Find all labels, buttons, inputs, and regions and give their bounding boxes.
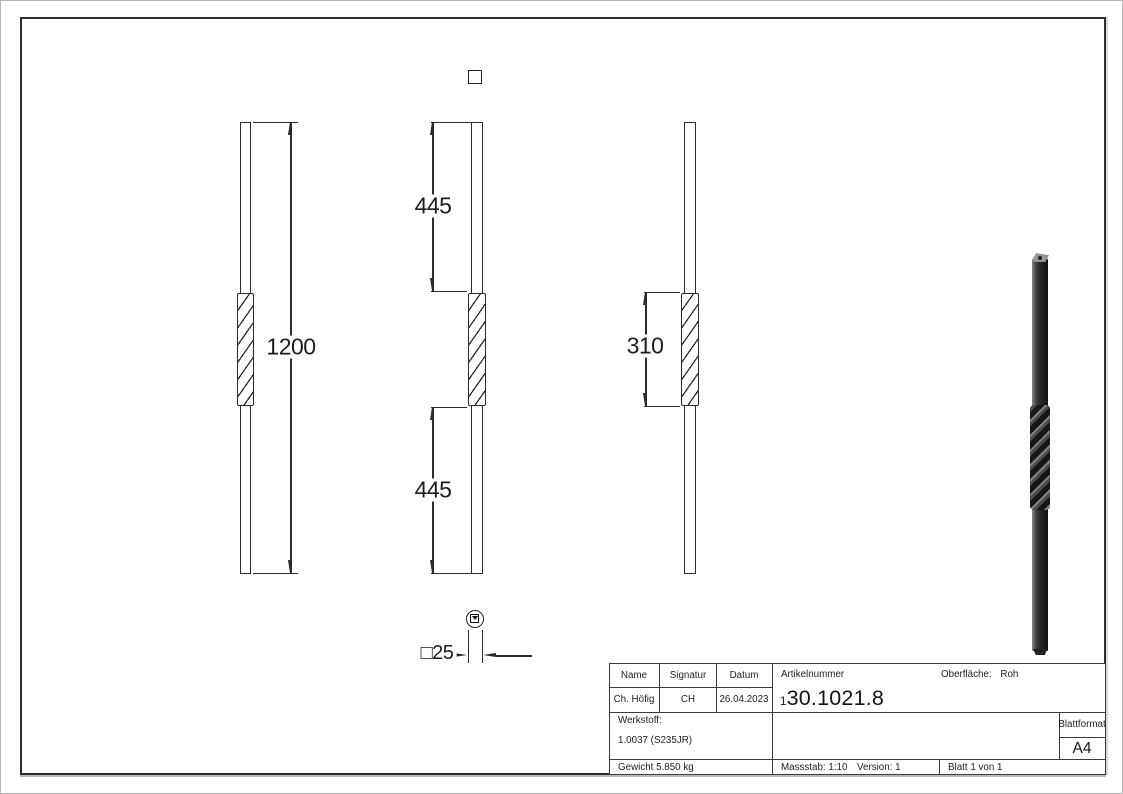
dimension-arrow-icon	[454, 653, 467, 658]
dimension-label-upper-segment: 445	[411, 194, 455, 218]
dimension-label-lower-segment: 445	[411, 478, 455, 502]
iso-view-bottom-face	[1033, 649, 1047, 655]
title-block-line	[609, 759, 1106, 761]
massstab: Massstab: 1:10	[781, 762, 848, 773]
extension-line	[253, 121, 298, 123]
drawing-frame	[20, 17, 1106, 775]
signatur-label: Signatur	[669, 670, 707, 682]
title-block-line	[939, 759, 941, 775]
blatt: Blatt 1 von 1	[948, 762, 1003, 773]
dimension-arrow-icon	[430, 560, 435, 573]
artikelnummer-value: 130.1021.8	[780, 686, 885, 710]
extension-line	[253, 572, 298, 574]
dimension-line-25	[496, 655, 532, 657]
extension-line	[431, 290, 467, 292]
blattformat-value: A4	[1072, 740, 1092, 757]
dimension-arrow-icon	[430, 407, 435, 420]
extension-line	[644, 405, 680, 407]
title-block	[609, 663, 1106, 775]
title-block-line	[772, 663, 774, 775]
extension-line	[644, 291, 680, 293]
dimension-label-cross-section: □25	[417, 643, 457, 663]
signatur-value: CH	[680, 694, 696, 706]
artikelnummer-prefix: 1	[780, 696, 787, 708]
dimension-arrow-icon	[643, 292, 648, 305]
extension-line	[431, 572, 471, 574]
name-label: Name	[620, 670, 648, 682]
werkstoff-label: Werkstoff:	[618, 715, 662, 726]
oberflaeche: Oberfläche: Roh	[941, 670, 1018, 680]
dimension-arrow-icon	[483, 653, 496, 658]
iso-view-top-face	[1032, 253, 1049, 262]
gewicht: Gewicht 5.850 kg	[618, 762, 694, 773]
dimension-arrow-icon	[430, 122, 435, 135]
title-block-line	[609, 687, 772, 689]
end-view-circle	[466, 610, 484, 628]
front-view-twist-section	[237, 293, 254, 406]
title-block-line	[1059, 737, 1106, 739]
extension-line	[431, 121, 471, 123]
iso-view-twist-section	[1030, 405, 1050, 510]
oberflaeche-value: Roh	[1000, 669, 1019, 680]
top-view-square	[468, 70, 482, 84]
title-block-line	[609, 712, 1106, 714]
werkstoff-value: 1.0037 (S235JR)	[618, 735, 693, 746]
dimension-arrow-icon	[288, 560, 293, 573]
extension-line	[467, 630, 469, 663]
artikelnummer-label: Artikelnummer	[781, 669, 845, 680]
blattformat-label: Blattformat	[1058, 719, 1106, 731]
end-view-square	[470, 614, 479, 623]
dimension-label-twist-length: 310	[623, 334, 667, 358]
version: Version: 1	[857, 762, 901, 773]
oberflaeche-label: Oberfläche:	[941, 669, 992, 680]
dimension-arrow-icon	[430, 278, 435, 291]
title-block-line	[1059, 712, 1061, 759]
extension-line	[481, 630, 483, 663]
end-view-triangle-icon	[472, 616, 478, 620]
name-value: Ch. Höfig	[613, 694, 655, 706]
artikelnummer-number: 30.1021.8	[786, 686, 885, 710]
side-view-twist-section	[468, 293, 486, 406]
datum-value: 26.04.2023	[719, 694, 769, 706]
dimension-arrow-icon	[288, 122, 293, 135]
rear-view-twist-section	[681, 293, 699, 406]
dimension-arrow-icon	[643, 393, 648, 406]
dimension-label-overall-length: 1200	[263, 335, 319, 359]
datum-label: Datum	[729, 670, 759, 682]
extension-line	[431, 406, 467, 408]
